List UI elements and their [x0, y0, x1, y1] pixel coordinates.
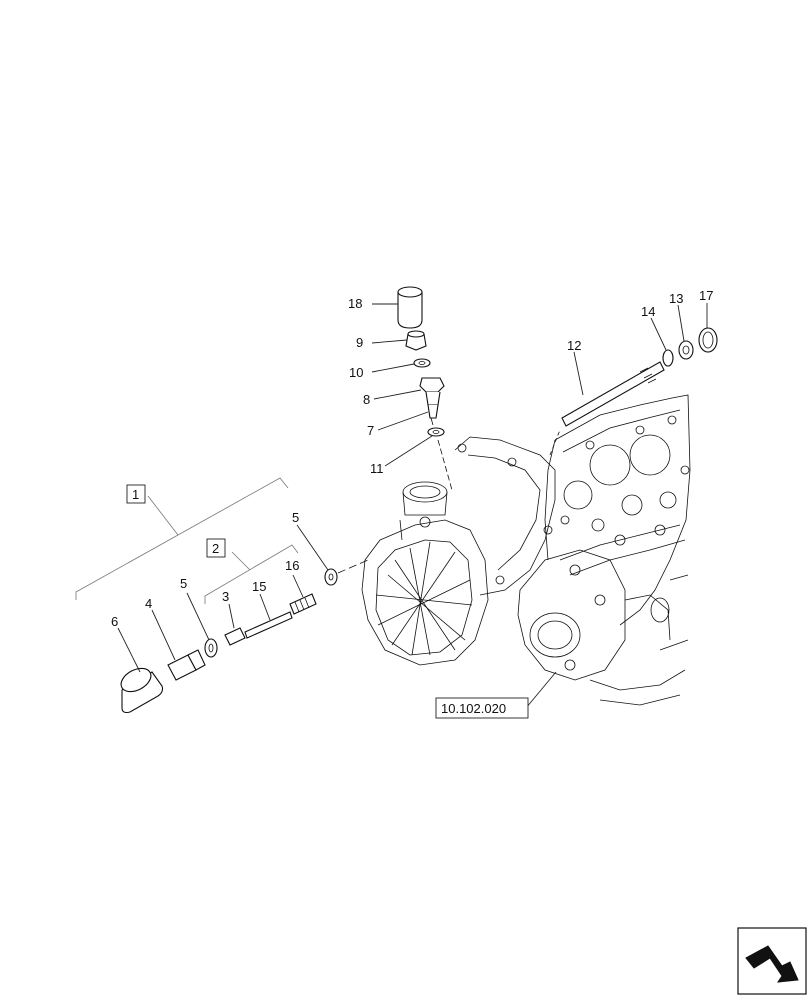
valve-assembly: [120, 559, 369, 714]
engine-block: [361, 394, 691, 706]
callout-11: 11: [370, 461, 384, 476]
callout-15: 15: [252, 579, 266, 594]
injector-stack: [397, 286, 453, 491]
callout-7: 7: [367, 423, 374, 438]
callout-5-right: 5: [292, 510, 299, 525]
rod-assembly: [549, 327, 718, 456]
callout-13: 13: [669, 291, 683, 306]
callout-17: 17: [699, 288, 713, 303]
callout-6: 6: [111, 614, 118, 629]
next-page-arrow-icon[interactable]: [737, 927, 807, 995]
callout-4: 4: [145, 596, 152, 611]
callout-3: 3: [222, 589, 229, 604]
callout-5-left: 5: [180, 576, 187, 591]
reference-box: [435, 697, 529, 719]
callout-14: 14: [641, 304, 655, 319]
callout-8: 8: [363, 392, 370, 407]
callout-10: 10: [349, 365, 363, 380]
group-label-1: 1: [132, 487, 139, 502]
leader-lines: [75, 303, 708, 709]
group-label-2: 2: [212, 541, 219, 556]
callout-12: 12: [567, 338, 581, 353]
callout-labels: 18 9 10 8 7 11 12 14 13 17 5 16 15 3 5 4…: [111, 288, 713, 719]
reference-label: 10.102.020: [441, 701, 506, 716]
callout-9: 9: [356, 335, 363, 350]
callout-18: 18: [348, 296, 362, 311]
callout-16: 16: [285, 558, 299, 573]
